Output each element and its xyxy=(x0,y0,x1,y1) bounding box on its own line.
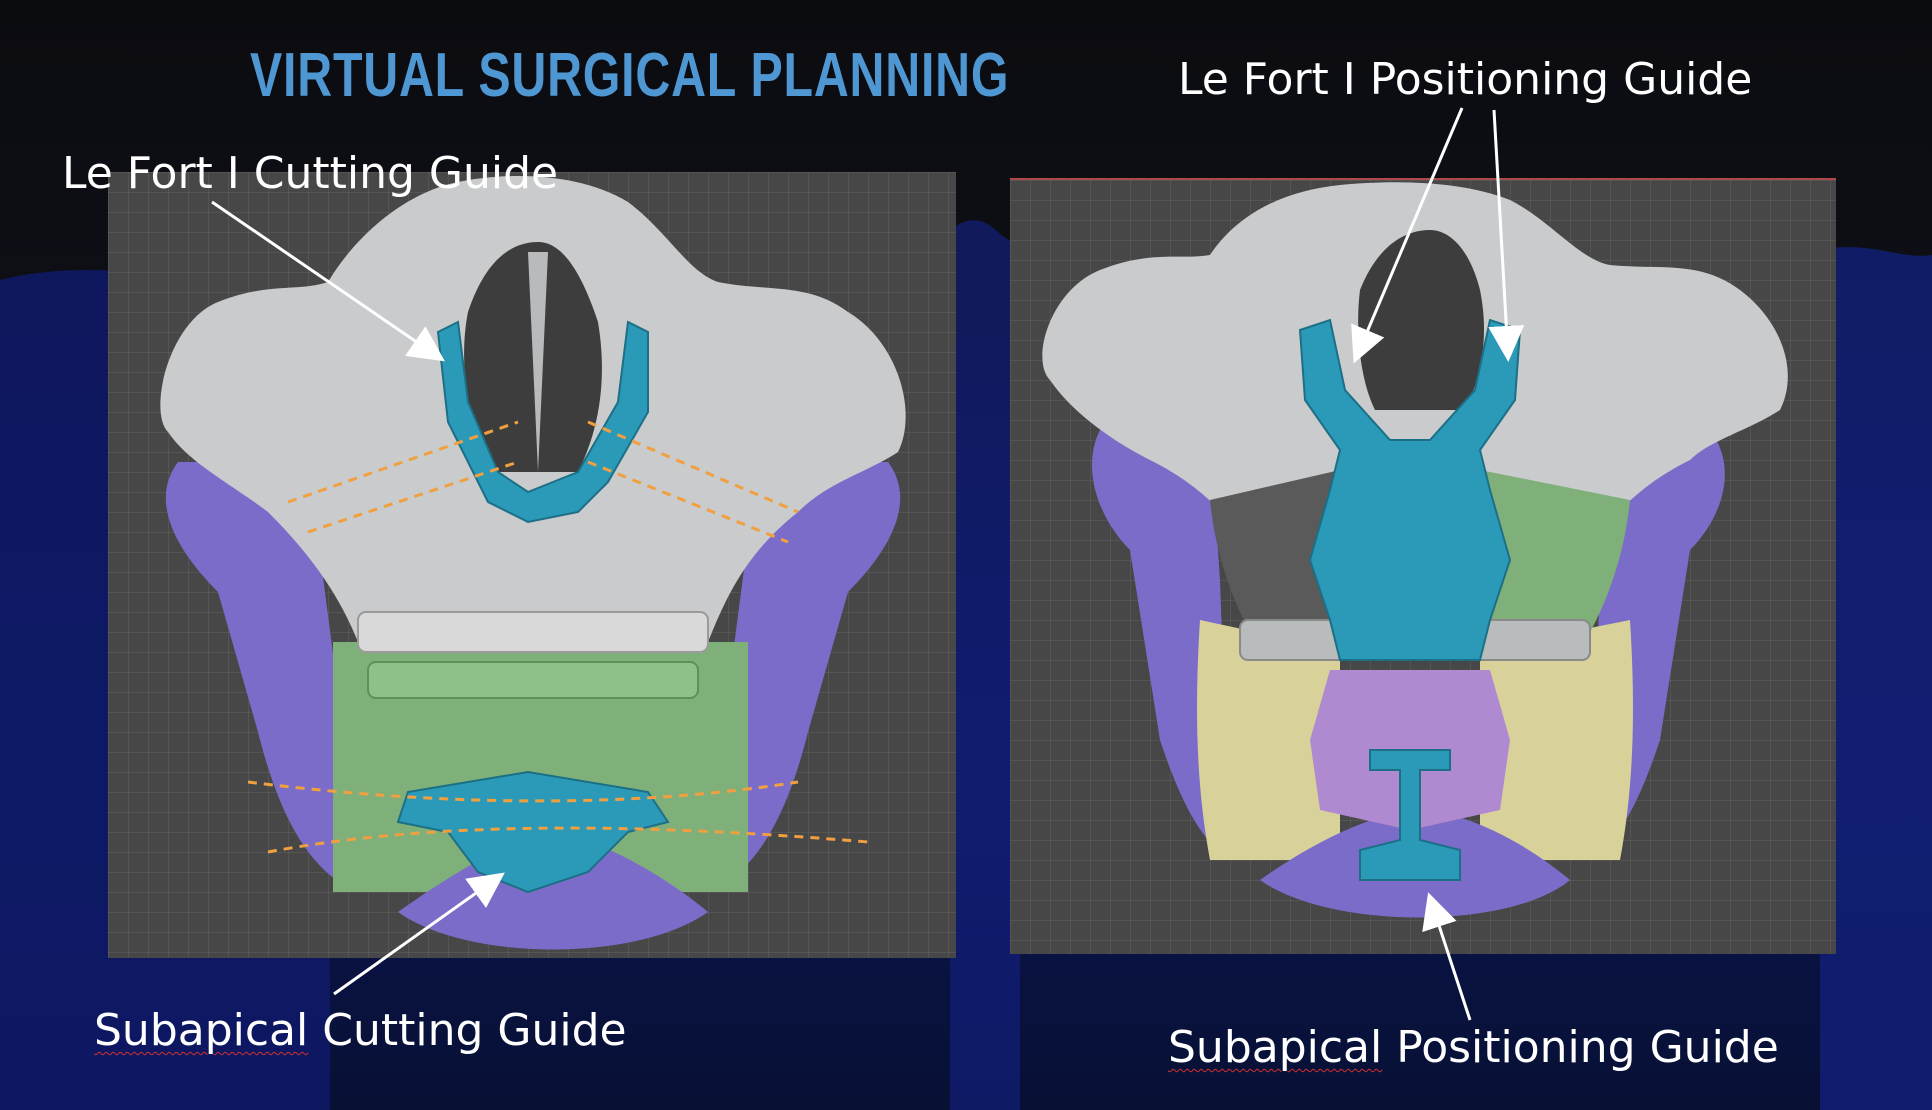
chin-segment-right xyxy=(1480,620,1633,860)
cut-line-upper-left xyxy=(287,420,519,534)
maxilla-right-segment xyxy=(1480,470,1630,650)
label-subapical-cutting-guide: Subapical Cutting Guide xyxy=(94,1005,627,1056)
label-subapical-word: Subapical xyxy=(94,1005,309,1056)
positioning-guides-viewport xyxy=(1010,178,1836,954)
cut-line-lower xyxy=(247,780,869,854)
mandible-left xyxy=(165,462,358,892)
mandible-right xyxy=(708,462,901,892)
label-subapical-word: Subapical xyxy=(1168,1022,1383,1073)
upper-teeth xyxy=(357,611,709,653)
mandible-left xyxy=(1091,430,1230,860)
subapical-cutting-guide xyxy=(396,770,670,894)
cutting-guides-model xyxy=(160,176,906,950)
cutting-guides-viewport xyxy=(108,172,956,958)
chin-segment-left xyxy=(1197,620,1340,860)
slide-title: VIRTUAL SURGICAL PLANNING xyxy=(250,41,1010,110)
label-subapical-positioning-rest: Positioning Guide xyxy=(1382,1022,1779,1073)
subapical-positioning-guide xyxy=(1359,749,1461,881)
lefort-positioning-guide xyxy=(1298,318,1522,661)
cut-line-upper-right xyxy=(587,420,799,544)
label-lefort-cutting-guide: Le Fort I Cutting Guide xyxy=(62,148,559,199)
label-subapical-positioning-guide: Subapical Positioning Guide xyxy=(1168,1022,1779,1073)
label-subapical-cutting-rest: Cutting Guide xyxy=(308,1005,627,1056)
label-lefort-positioning-guide: Le Fort I Positioning Guide xyxy=(1178,54,1753,105)
positioning-guides-model xyxy=(1042,182,1788,918)
maxilla-left-segment xyxy=(1210,470,1340,650)
lower-teeth xyxy=(367,661,699,699)
